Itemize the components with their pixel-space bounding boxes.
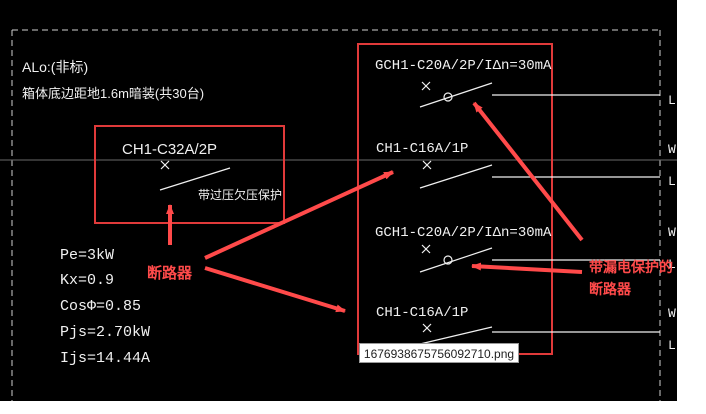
rcd-annotation-line1: 带漏电保护的	[589, 259, 673, 276]
branch-1-symbol	[419, 81, 660, 108]
param-pe: Pe=3kW	[60, 247, 114, 264]
side-tag-4: W	[668, 225, 676, 240]
dashed-box-outline	[11, 29, 661, 401]
branch-1-label: GCH1-C20A/2P/IΔn=30mA	[375, 58, 552, 74]
panel-name: ALo:(非标)	[22, 59, 88, 75]
param-cos: CosΦ=0.85	[60, 298, 141, 315]
side-tag-7: L	[668, 338, 676, 353]
main-breaker-note: 带过压欠压保护	[198, 187, 282, 202]
param-pjs: Pjs=2.70kW	[60, 324, 150, 341]
image-filename-label: 1676938675756092710.png	[359, 343, 519, 363]
branch-4-symbol	[419, 323, 660, 345]
panel-mount-text: 箱体底边距地1.6m暗装(共30台)	[22, 86, 204, 101]
side-tag-6: W	[668, 306, 676, 321]
main-breaker-symbol	[159, 160, 231, 191]
side-tag-1: L	[668, 93, 676, 108]
schematic-svg: ALo:(非标) 箱体底边距地1.6m暗装(共30台) CH1-C32A/2P …	[0, 29, 677, 401]
branch-3-label: GCH1-C20A/2P/IΔn=30mA	[375, 225, 552, 241]
param-kx: Kx=0.9	[60, 272, 114, 289]
breaker-annotation-arrows	[166, 170, 394, 313]
param-ijs: Ijs=14.44A	[60, 350, 150, 367]
breaker-annotation-text: 断路器	[147, 264, 193, 282]
branch-3-symbol	[419, 244, 660, 273]
cad-drawing-canvas: ALo:(非标) 箱体底边距地1.6m暗装(共30台) CH1-C32A/2P …	[0, 0, 677, 401]
branch-4-label: CH1-C16A/1P	[376, 305, 468, 321]
page-margin	[677, 0, 706, 414]
branch-2-label: CH1-C16A/1P	[376, 141, 468, 157]
side-tag-2: W	[668, 142, 676, 157]
rcd-annotation-line2: 断路器	[589, 281, 632, 298]
side-tag-3: L	[668, 174, 676, 189]
main-breaker-frame	[94, 125, 285, 224]
rcd-annotation-arrows	[471, 101, 584, 274]
branch-2-symbol	[419, 160, 660, 189]
side-tag-5: L	[668, 257, 676, 272]
main-breaker-label: CH1-C32A/2P	[122, 141, 217, 158]
